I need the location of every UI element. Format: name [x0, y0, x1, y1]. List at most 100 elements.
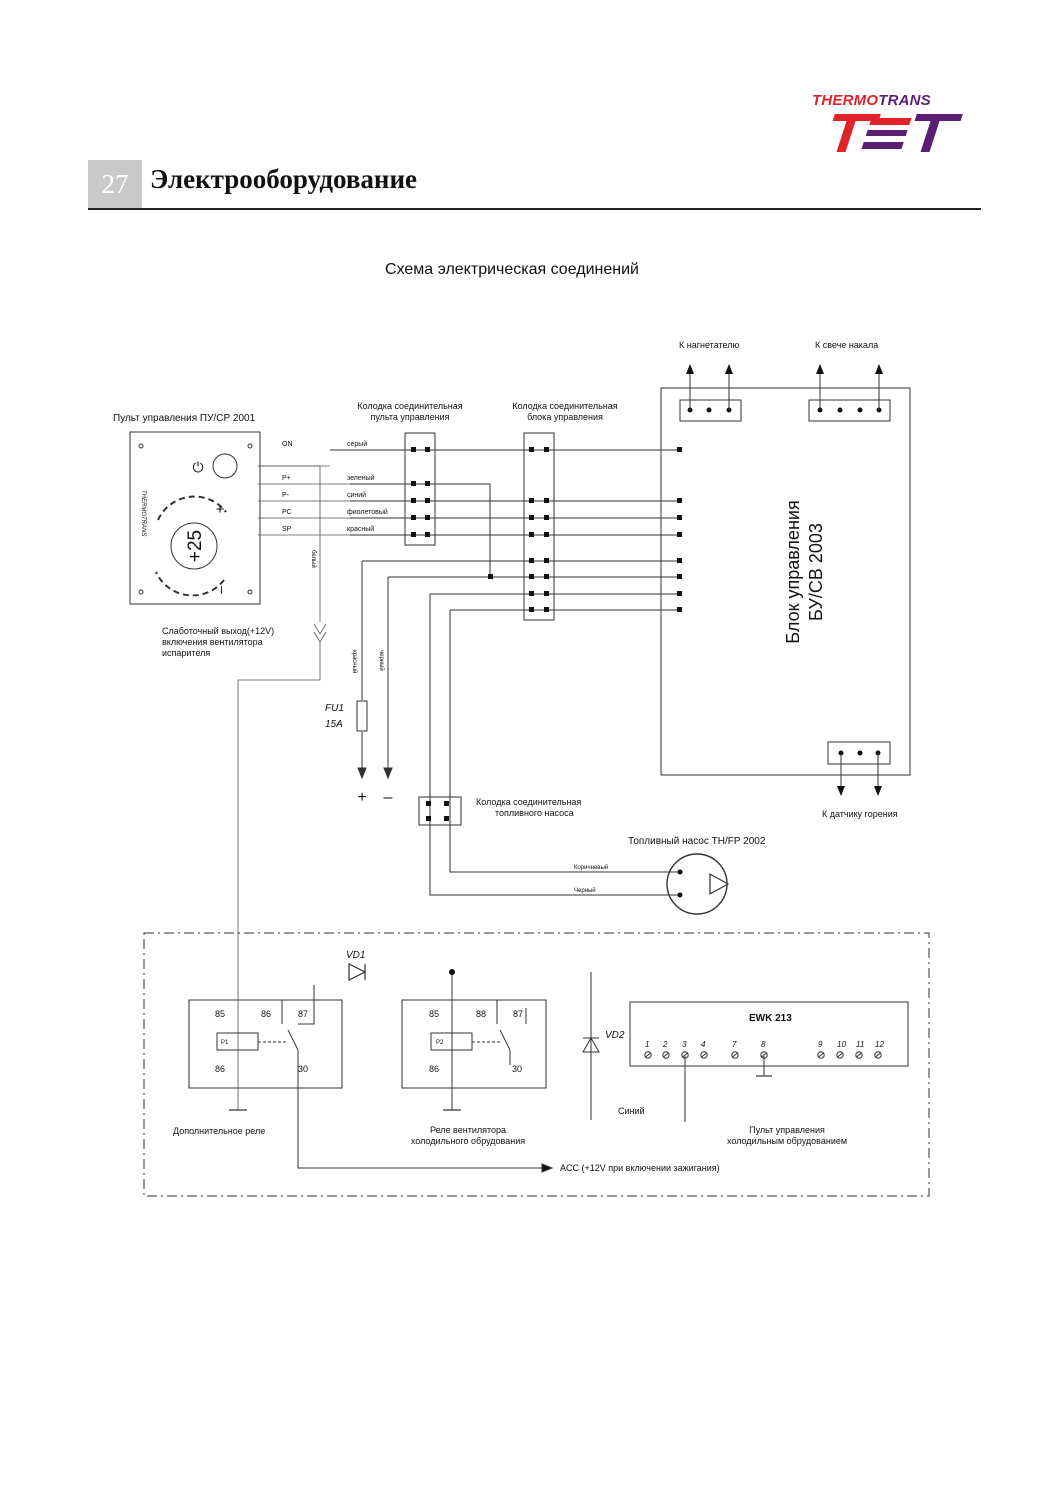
ewk-terminal-slot: [732, 1052, 738, 1058]
ewk-terminal-screw: [644, 1051, 652, 1059]
connector-pump-line2: топливного насоса: [495, 808, 574, 818]
relay-2-pin-85: 85: [429, 1009, 439, 1019]
remote-display: +25: [185, 530, 206, 562]
connector-unit-line2: блока управления: [527, 412, 603, 422]
wire-color: фиолетовый: [347, 508, 388, 516]
ewk-terminal-label: 12: [875, 1040, 884, 1049]
relay-2-caption-line2: холодильного обрудования: [411, 1136, 525, 1146]
relay-1-pin-30: 30: [298, 1064, 308, 1074]
brand-logo: THERMOTRANS: [812, 92, 982, 156]
fuse-rating: 15A: [325, 719, 343, 730]
connector-pump-line1: Колодка соединительная: [476, 797, 581, 807]
wire-color: серый: [347, 440, 367, 448]
relay-2-pin-88: 88: [476, 1009, 486, 1019]
ewk-terminal-label: 2: [662, 1040, 668, 1049]
ewk-terminal-label: 4: [701, 1040, 706, 1049]
ewk-terminal-slot: [875, 1052, 881, 1058]
ewk-terminal-slot: [837, 1052, 843, 1058]
relay-1-pin-86-bottom: 86: [215, 1064, 225, 1074]
ewk-terminal-label: 3: [682, 1040, 687, 1049]
control-unit-name: Блок управления: [783, 500, 803, 643]
low-current-output-line1: Слаботочный выход(+12V): [162, 626, 274, 636]
ewk-terminal-label: 9: [818, 1040, 823, 1049]
relay-1-pin-86-top: 86: [261, 1009, 271, 1019]
relay-2-pin-30: 30: [512, 1064, 522, 1074]
pin-ON: ON серый: [282, 440, 367, 448]
ewk-terminal-screw: [662, 1051, 670, 1059]
ewk-terminal-label: 1: [645, 1040, 649, 1049]
glow-plug-connector: [808, 364, 891, 422]
low-current-output-line3: испарителя: [162, 648, 210, 658]
pump-title: Топливный насос ТН/FP 2002: [628, 836, 766, 847]
logo-text-trans: TRANS: [878, 92, 931, 109]
logo-tet-emblem: [832, 114, 963, 152]
wire-color: красный: [347, 525, 374, 533]
to-glow-plug-label: К свече накала: [815, 340, 878, 350]
black-wire-label: черный: [378, 650, 385, 671]
logo-wordmark: THERMOTRANS: [812, 92, 931, 109]
pin-label: ON: [282, 441, 293, 448]
ewk-terminal-screw: [874, 1051, 882, 1059]
connector-remote-line1: Колодка соединительная: [357, 401, 462, 411]
ewk-terminal-screw: [700, 1051, 708, 1059]
ewk-terminal-label: 8: [761, 1040, 766, 1049]
ewk-title: EWK 213: [749, 1013, 792, 1024]
vd1-diode-symbol: [348, 963, 367, 981]
remote-panel: [129, 431, 261, 605]
remote-title: Пульт управления ПУ/СР 2001: [113, 413, 256, 424]
blower-connector: [679, 364, 742, 422]
ewk-terminal-screw: [731, 1051, 739, 1059]
blue-wire-label: Синий: [618, 1106, 645, 1116]
ewk-terminal-label: 10: [837, 1040, 846, 1049]
fuel-pump-symbol: [666, 853, 730, 915]
refrigeration-section-frame: [143, 932, 930, 1197]
section-number: 27: [88, 160, 142, 208]
relay-2: 85 88 87 86 30 P2: [401, 969, 547, 1111]
power-button-icon: ⏻: [192, 459, 203, 475]
acc-line: [297, 1065, 554, 1173]
pump-connector: [418, 796, 462, 826]
white-wire-label: белый: [310, 550, 317, 568]
wire-color: синий: [347, 491, 366, 499]
connector-unit-block: [523, 432, 555, 621]
relay-1-pin-87: 87: [298, 1009, 308, 1019]
battery-plus: +: [357, 789, 366, 806]
pin-SP: SP красный: [282, 525, 374, 533]
remote-pin-rows: [258, 465, 350, 536]
relay-1-caption: Дополнительное реле: [173, 1126, 265, 1136]
relay-2-pin-87: 87: [513, 1009, 523, 1019]
ewk-terminal-slot: [856, 1052, 862, 1058]
ewk-terminal-slot: [663, 1052, 669, 1058]
ewk-terminal-slot: [701, 1052, 707, 1058]
main-wires: [330, 449, 680, 896]
relay-2-pin-86: 86: [429, 1064, 439, 1074]
fuse-name: FU1: [325, 703, 344, 714]
pump-black-wire: Черный: [574, 887, 596, 894]
low-current-output-line2: включения вентилятора: [162, 637, 263, 647]
acc-label: ACC (+12V при включении зажигания): [560, 1163, 720, 1173]
connector-dots: [411, 447, 682, 612]
ewk-terminal-label: 11: [856, 1040, 864, 1049]
vd2-diode-symbol: [582, 972, 600, 1120]
relay-2-caption-line1: Реле вентилятора: [430, 1125, 506, 1135]
connector-unit-line1: Колодка соединительная: [512, 401, 617, 411]
relay-1-coil: P1: [221, 1040, 229, 1046]
section-divider: [88, 208, 981, 210]
pin-PC: PC фиолетовый: [282, 508, 388, 516]
remote-brand: THERMOTRANS: [140, 490, 146, 536]
ewk-terminal-slot: [761, 1052, 767, 1058]
red-wire-label: красный: [351, 650, 358, 673]
ewk-terminal-label: 7: [732, 1040, 737, 1049]
battery-minus: –: [384, 789, 393, 806]
diagram-title: Схема электрическая соединений: [385, 261, 639, 278]
relay-1-pin-85: 85: [215, 1009, 225, 1019]
ewk-terminal-slot: [682, 1052, 688, 1058]
control-unit-box: [660, 387, 911, 776]
flame-sensor-connector: [827, 741, 891, 796]
fuse-symbol: [356, 700, 368, 732]
ewk-terminal-screw: [817, 1051, 825, 1059]
ewk-terminal-slot: [645, 1052, 651, 1058]
